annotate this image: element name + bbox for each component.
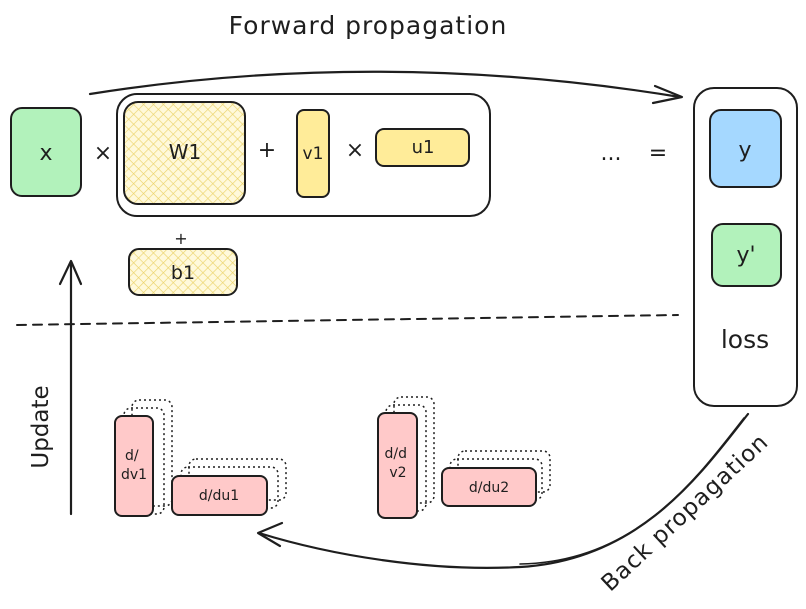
v1-node-label: v1	[303, 144, 324, 164]
x-node-label: x	[39, 141, 52, 166]
x-node	[10, 107, 82, 197]
d-dv2-node	[377, 412, 418, 519]
u1-node-label: u1	[412, 137, 435, 158]
times-operator-2: ×	[346, 138, 364, 163]
u1-node	[375, 128, 470, 167]
y-node-label: y	[738, 138, 751, 163]
output-group-box	[693, 87, 798, 407]
d-du1-node	[171, 475, 268, 516]
y-prime-node	[711, 223, 782, 287]
v1-node	[296, 109, 330, 198]
d-dv1-label: d/ dv1	[121, 448, 147, 483]
weight-group-box	[116, 93, 491, 217]
d-du1-label: d/du1	[199, 488, 239, 504]
plus-bias-operator: +	[174, 229, 187, 248]
d-dv1-node	[114, 415, 154, 517]
times-operator-1: ×	[94, 141, 112, 166]
d-du2-label: d/du2	[469, 480, 509, 496]
forward-arrow	[88, 70, 682, 99]
forward-propagation-label: Forward propagation	[229, 11, 508, 40]
d-du1-shadow-1	[180, 466, 279, 509]
w1-node-hatch	[123, 101, 246, 205]
ellipsis: ...	[601, 141, 622, 166]
plus-operator-1: +	[258, 138, 276, 163]
back-arrow-shadow	[519, 417, 745, 565]
update-label: Update	[28, 385, 54, 468]
dashed-divider	[16, 314, 679, 326]
b1-node-label: b1	[171, 262, 195, 284]
d-dv1-label-line2: dv1	[121, 467, 147, 483]
d-dv1-label-line1: d/	[125, 448, 139, 464]
y-prime-node-label: y'	[736, 243, 755, 268]
loss-label: loss	[721, 325, 769, 354]
d-dv2-label-line1: d/d	[385, 446, 408, 462]
w1-node-label: W1	[169, 140, 202, 164]
y-node	[709, 109, 782, 188]
d-du2-node	[441, 467, 537, 507]
back-propagation-label: Back propagation	[597, 429, 774, 597]
back-arrow-head	[256, 521, 284, 548]
update-arrow-head	[58, 259, 83, 286]
equals-operator: =	[649, 141, 667, 166]
d-dv2-label-line2: v2	[389, 465, 406, 481]
b1-node-hatch	[128, 248, 238, 296]
forward-arrow-head	[651, 84, 684, 105]
d-dv2-label: d/d v2	[385, 446, 412, 481]
d-du1-shadow-2	[188, 458, 287, 501]
